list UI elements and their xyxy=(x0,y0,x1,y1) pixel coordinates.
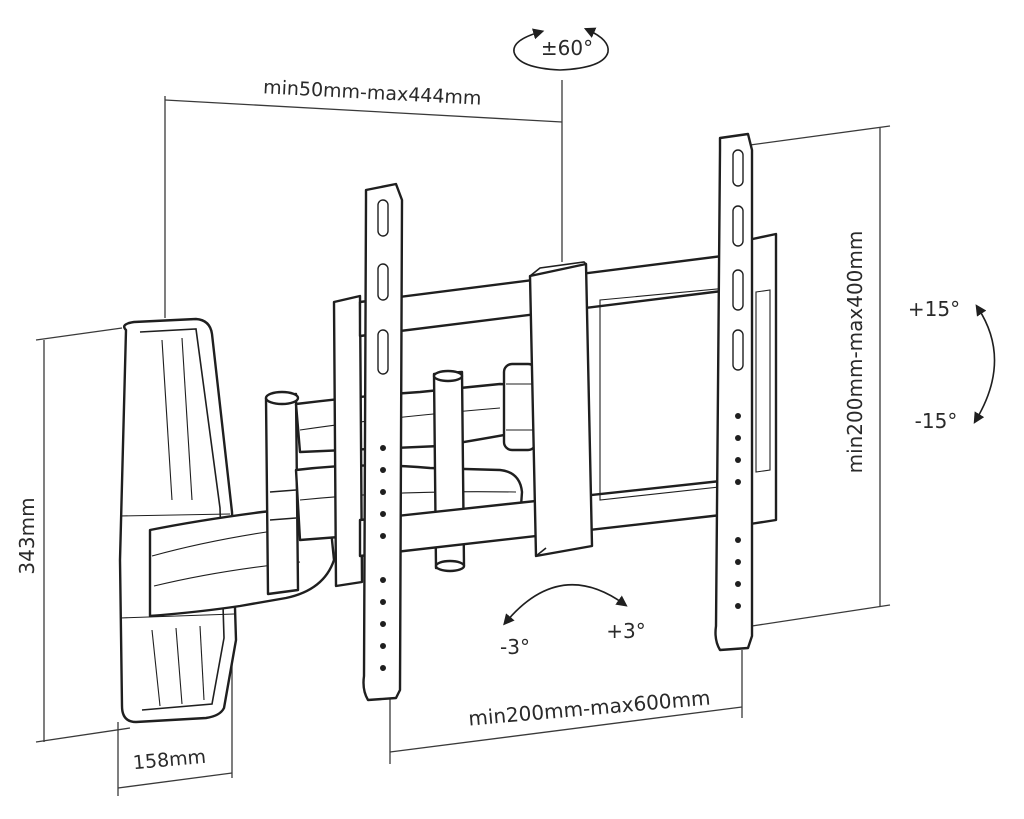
strap-mounting-holes xyxy=(377,149,744,671)
vesa-horizontal-label: min200mm-max600mm xyxy=(467,685,711,730)
tilt-down-label: -15° xyxy=(915,409,958,433)
vesa-vertical-label: min200mm-max400mm xyxy=(843,231,867,474)
level-right-label: +3° xyxy=(606,619,645,643)
swivel-indicator xyxy=(513,27,609,71)
tv-bracket-frame xyxy=(332,132,778,702)
level-indicator xyxy=(503,584,628,626)
tilt-up-label: +15° xyxy=(908,297,960,321)
dimension-lines xyxy=(35,80,891,796)
arm-extension-label: min50mm-max444mm xyxy=(263,76,482,109)
swivel-label: ±60° xyxy=(541,36,593,60)
wall-plate-height-label: 343mm xyxy=(15,497,39,574)
tilt-indicator xyxy=(973,304,996,424)
wall-plate-width-label: 158mm xyxy=(132,746,207,774)
level-left-label: -3° xyxy=(500,635,530,659)
